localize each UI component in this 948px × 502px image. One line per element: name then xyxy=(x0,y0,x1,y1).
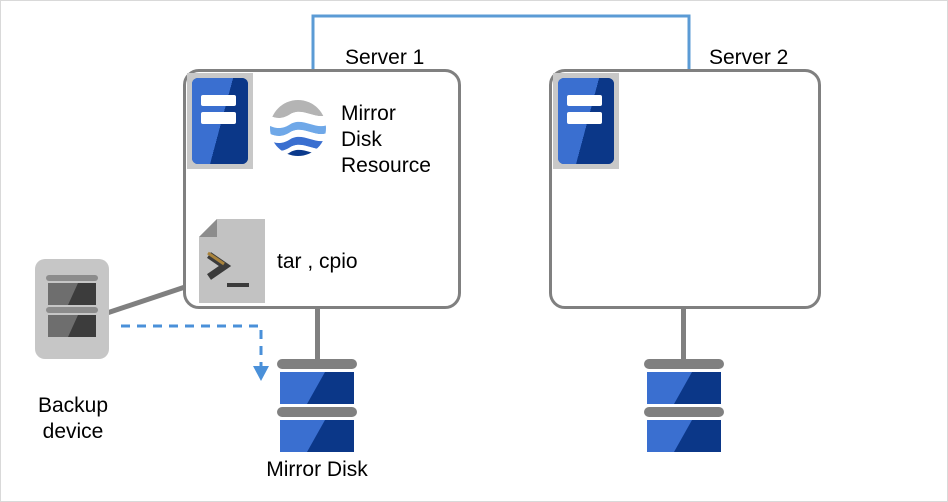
server-icon xyxy=(553,73,619,169)
backup-device-label: Backup device xyxy=(37,394,109,443)
server-icon-bar-bottom xyxy=(200,112,236,124)
tar-cpio-label: tar , cpio xyxy=(277,250,358,273)
mirror-disk-label: Mirror Disk xyxy=(266,458,368,481)
server-icon xyxy=(187,73,253,169)
backup-to-mirrordisk-arrow xyxy=(121,324,269,381)
server1-label: Server 1 xyxy=(345,46,425,69)
mirror-disk-2-icon[interactable] xyxy=(644,359,724,463)
server-icon-body xyxy=(192,78,248,164)
globe-icon xyxy=(270,100,326,156)
server-icon-body xyxy=(558,78,614,164)
backup-device-disk-glyph xyxy=(46,275,98,337)
server-icon-bar-top xyxy=(566,95,602,107)
backup-device-icon[interactable] xyxy=(35,259,109,359)
server2-label: Server 2 xyxy=(709,46,789,69)
script-terminal-icon xyxy=(199,219,265,303)
server-interconnect-line xyxy=(311,14,691,73)
mirror-disk-resource-label: Mirror Disk Resource xyxy=(341,102,431,177)
mirror-disk-1-icon[interactable] xyxy=(277,359,357,463)
server-icon-bar-bottom xyxy=(566,112,602,124)
server2-to-disk-line xyxy=(681,306,686,361)
server-icon-bar-top xyxy=(200,95,236,107)
server1-to-disk-line xyxy=(315,306,320,361)
